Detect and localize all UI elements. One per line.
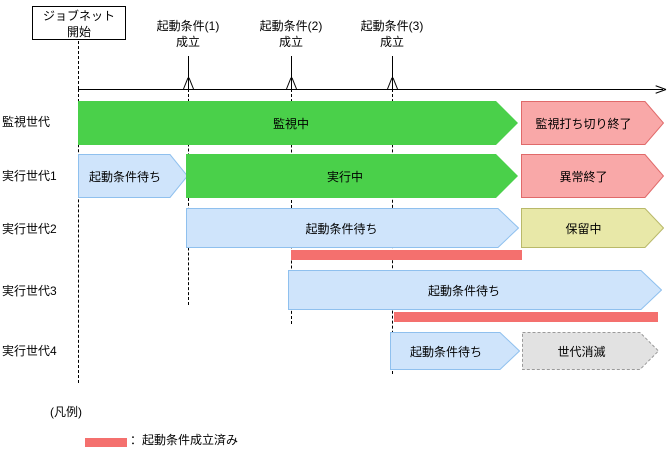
row-label-2: 実行世代2 <box>2 222 57 236</box>
trigger-label-2-line2: 成立 <box>278 35 303 49</box>
trigger-arrow-2 <box>286 56 297 90</box>
bar-gen2-held: 保留中 <box>521 208 664 248</box>
bar-gen1-abnormal-end-label: 異常終了 <box>559 169 608 184</box>
trigger-label-1: 起動条件(1) 成立 <box>128 18 248 50</box>
condition-met-marker-gen2 <box>291 250 522 260</box>
bar-gen1-running-shape <box>186 154 518 198</box>
trigger-label-3-line1: 起動条件(3) <box>360 19 424 33</box>
bar-gen1-abnormal-end: 異常終了 <box>521 154 664 198</box>
bar-gen3-waiting-shape <box>288 270 662 310</box>
legend-separator: ： <box>130 433 143 447</box>
bar-gen3-waiting: 起動条件待ち <box>288 270 662 310</box>
bar-gen1-abnormal-end-shape <box>521 154 664 198</box>
legend-title: (凡例) <box>50 405 82 419</box>
row-label-3: 実行世代3 <box>2 284 57 298</box>
trigger-label-3-line2: 成立 <box>379 35 404 49</box>
trigger-arrow-2-shaft <box>291 56 292 89</box>
guide-line-trigger-2 <box>291 89 292 324</box>
legend-entry-label: 起動条件成立済み <box>142 433 239 447</box>
time-axis <box>78 89 663 90</box>
trigger-label-2: 起動条件(2) 成立 <box>231 18 351 50</box>
bar-gen1-waiting-label: 起動条件待ち <box>88 169 161 184</box>
bar-monitoring-forced-end: 監視打ち切り終了 <box>521 101 664 145</box>
trigger-label-1-line1: 起動条件(1) <box>156 19 220 33</box>
bar-monitoring-forced-end-shape <box>521 101 664 145</box>
bar-gen4-waiting-label: 起動条件待ち <box>409 344 482 359</box>
trigger-label-2-line1: 起動条件(2) <box>259 19 323 33</box>
bar-gen1-waiting-shape <box>78 154 188 198</box>
jobnet-start-line1: ジョブネット <box>42 9 115 23</box>
trigger-arrow-1 <box>183 56 194 90</box>
bar-gen2-waiting: 起動条件待ち <box>186 208 519 248</box>
row-label-0: 監視世代 <box>2 115 51 129</box>
bar-gen4-waiting: 起動条件待ち <box>390 332 520 370</box>
trigger-arrow-2-head-right <box>291 77 297 90</box>
trigger-label-3: 起動条件(3) 成立 <box>332 18 452 50</box>
guide-line-start-upper <box>78 41 79 89</box>
trigger-label-1-line2: 成立 <box>175 35 200 49</box>
row-label-4: 実行世代4 <box>2 344 57 358</box>
bar-gen1-running: 実行中 <box>186 154 518 198</box>
trigger-arrow-1-head-right <box>188 77 194 90</box>
bar-gen2-waiting-shape <box>186 208 519 248</box>
bar-monitoring: 監視中 <box>78 101 518 145</box>
trigger-arrow-1-shaft <box>188 56 189 89</box>
bar-gen4-deleted-label: 世代消滅 <box>557 344 606 359</box>
bar-gen2-waiting-label: 起動条件待ち <box>305 221 378 236</box>
guide-line-start <box>78 89 79 383</box>
trigger-arrow-3-head-right <box>392 77 398 90</box>
legend-entry-condition-met: ：起動条件成立済み <box>130 431 238 448</box>
trigger-arrow-3 <box>387 56 398 90</box>
bar-gen2-held-label: 保留中 <box>565 221 602 236</box>
jobnet-start-line2: 開始 <box>66 25 91 39</box>
bar-gen2-held-shape <box>521 208 664 248</box>
bar-gen1-running-label: 実行中 <box>326 169 363 184</box>
legend-swatch-condition-met <box>85 438 127 447</box>
bar-monitoring-label: 監視中 <box>272 116 309 131</box>
bar-gen4-waiting-shape <box>390 332 520 370</box>
bar-monitoring-shape <box>78 101 518 145</box>
jobnet-start-box: ジョブネット 開始 <box>32 6 126 40</box>
row-label-1: 実行世代1 <box>2 169 57 183</box>
bar-monitoring-forced-end-label: 監視打ち切り終了 <box>535 116 632 131</box>
bar-gen3-waiting-label: 起動条件待ち <box>427 283 500 298</box>
trigger-arrow-3-shaft <box>392 56 393 89</box>
bar-gen1-waiting: 起動条件待ち <box>78 154 188 198</box>
condition-met-marker-gen3 <box>394 312 658 322</box>
bar-gen4-deleted: 世代消滅 <box>522 332 659 370</box>
bar-gen4-deleted-shape <box>522 332 659 370</box>
